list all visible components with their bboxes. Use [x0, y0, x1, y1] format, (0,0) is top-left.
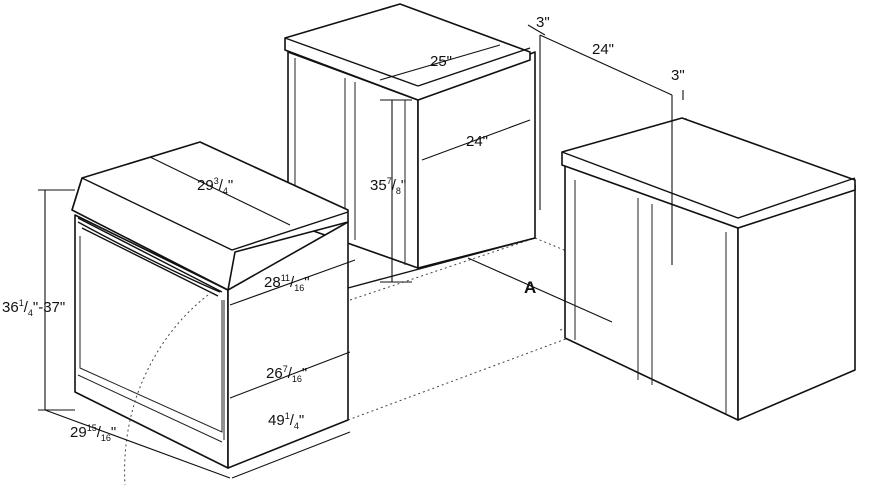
range-width-label: 2915/16" — [70, 423, 116, 443]
right-cabinet — [561, 117, 856, 421]
back-cabinet — [284, 3, 536, 289]
depth-door-open-label: 491/4" — [268, 411, 304, 431]
range-height-label: 361/4"-37" — [2, 298, 65, 318]
right-clearance-label: 3" — [671, 67, 685, 84]
cabinet-depth-label: 24" — [592, 41, 614, 58]
dimension-lines — [38, 24, 684, 479]
depth-upper-label: 2811/16" — [264, 273, 310, 293]
cabinet-height-label: 357/8" — [370, 176, 406, 196]
range-appliance — [71, 141, 349, 486]
counter-width-label: 25" — [430, 53, 452, 70]
depth-mid-label: 267/16" — [266, 364, 307, 384]
cabinet-inner-depth-label: 24" — [466, 133, 488, 150]
range-top-depth-label: 293/4" — [197, 176, 233, 196]
cutout-label: A — [524, 278, 536, 297]
left-clearance-label: 3" — [536, 14, 550, 31]
